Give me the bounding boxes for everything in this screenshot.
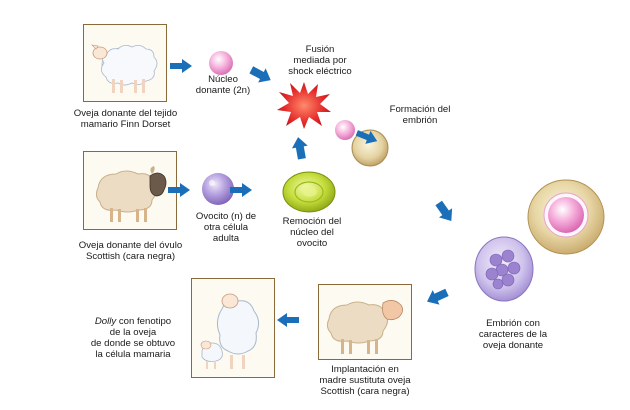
arrow-down-right-icon — [435, 200, 453, 222]
arrow-up-icon — [291, 137, 308, 160]
fusion-label: Fusión mediada por shock eléctrico — [288, 44, 352, 77]
arrow-down-left-icon — [427, 288, 449, 305]
nucleus-label: Núcleo donante (2n) — [195, 74, 251, 96]
dolly-box — [191, 278, 275, 378]
dolly-label: Dolly con fenotipo de la oveja de donde … — [90, 316, 176, 360]
arrow-right-icon — [230, 183, 252, 197]
cloned-embryo-icon — [474, 236, 534, 302]
finn-dorset-donor-box — [83, 24, 167, 102]
arrow-right-icon — [168, 183, 190, 197]
enucleated-oocyte-icon — [282, 171, 336, 213]
forming-embryo-cell-icon — [351, 129, 389, 167]
embryo-formation-label: Formación del embrión — [389, 104, 451, 126]
arrow-right-icon — [170, 59, 192, 73]
scottish-donor-box — [83, 151, 177, 230]
arrow-down-right-icon — [249, 66, 271, 83]
finn-dorset-sheep-icon — [91, 44, 158, 93]
oocyte-label: Ovocito (n) de otra célula adulta — [195, 211, 257, 244]
donor-embryo-label: Embrión con caracteres de la oveja donan… — [478, 318, 548, 351]
implantation-label: Implantación en madre sustituta oveja Sc… — [319, 364, 411, 397]
donor-nucleus-icon — [209, 51, 233, 75]
fusing-nucleus-icon — [335, 120, 355, 140]
donor-tissue-label: Oveja donante del tejido mamario Finn Do… — [73, 108, 178, 130]
electric-shock-burst-icon — [277, 82, 331, 129]
dolly-lamb-icon — [200, 293, 260, 369]
surrogate-sheep-icon — [326, 300, 403, 354]
developing-embryo-icon — [527, 179, 605, 255]
oocyte-icon — [202, 173, 234, 205]
dolly-name: Dolly — [94, 316, 117, 327]
arrow-left-icon — [277, 313, 299, 327]
surrogate-mother-box — [318, 284, 412, 360]
scottish-blackface-sheep-icon — [95, 166, 167, 222]
donor-ovum-label: Oveja donante del óvulo Scottish (cara n… — [78, 240, 183, 262]
nucleus-removal-label: Remoción del núcleo del ovocito — [282, 216, 342, 249]
arrow-into-cell-icon — [355, 130, 378, 144]
